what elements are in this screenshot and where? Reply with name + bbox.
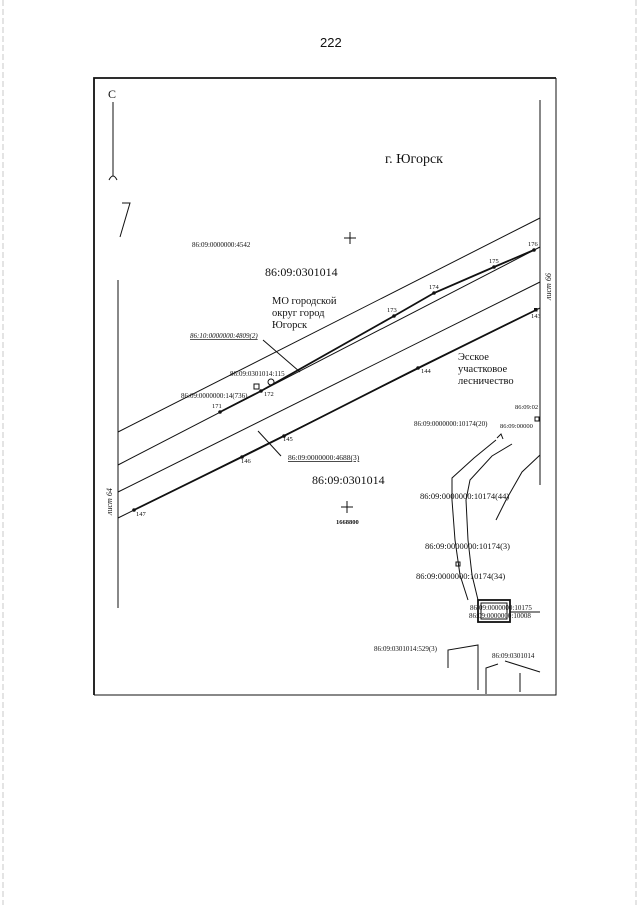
point-173-marker <box>392 314 396 318</box>
leader-line-4688 <box>257 430 282 457</box>
forestry-label-line-3: лесничество <box>458 376 514 387</box>
parcel-corner-mark <box>496 433 504 440</box>
point-174-marker <box>432 291 436 295</box>
point-145-marker <box>282 434 286 438</box>
parcel-label-115: 86:09:0301014:115 <box>230 370 285 378</box>
point-143-label: 143 <box>531 313 541 320</box>
parcel-label-4688: 86:09:0000000:4688(3) <box>288 453 360 462</box>
parcel-label-529: 86:09:0301014:529(3) <box>374 645 438 653</box>
point-175-marker <box>492 265 496 269</box>
point-175-label: 175 <box>489 258 499 265</box>
strip-line-3 <box>117 281 541 493</box>
point-171-marker <box>218 410 222 414</box>
forestry-label-line-2: участковое <box>458 364 508 375</box>
quarter-label-lower: 86:09:0301014 <box>312 473 385 487</box>
parcel-label-10174-20: 86:09:0000000:10174(20) <box>414 420 488 428</box>
parcel-outline-bottom-3 <box>504 660 541 673</box>
municipality-label-line-2: округ город <box>272 308 325 319</box>
map-frame-top-left <box>93 77 556 695</box>
page-number: 222 <box>320 35 342 50</box>
parcel-label-4809: 86:10:0000000:4809(2) <box>190 332 258 340</box>
parcel-small-marker <box>455 561 461 567</box>
parcel-label-02: 86:09:02 <box>515 404 538 411</box>
parcel-marker-right <box>534 416 540 422</box>
parcel-outline-bottom-1 <box>447 644 479 690</box>
north-label: С <box>108 87 116 101</box>
point-146-marker <box>240 455 244 459</box>
boundary-line-upper <box>219 249 535 413</box>
point-176-label: 176 <box>528 241 539 248</box>
grid-cross-upper <box>344 232 356 244</box>
municipality-label-line-1: МО городской <box>272 296 337 307</box>
point-145-label: 145 <box>283 436 293 443</box>
point-172-marker <box>259 389 263 393</box>
forestry-label-line-1: Эсское <box>458 352 489 363</box>
parcel-label-10174-3: 86:09:0000000:10174(3) <box>425 541 510 551</box>
parcel-box-inner <box>480 602 508 620</box>
parcel-outline-east <box>495 454 541 521</box>
parcel-box-outer <box>477 599 511 623</box>
parcel-label-00000: 86:09:00000 <box>500 423 533 430</box>
point-174-label: 174 <box>429 284 440 291</box>
sheet-label-left: лист 64 <box>105 488 114 516</box>
grid-cross-lower <box>341 501 353 513</box>
quarter-label-upper: 86:09:0301014 <box>265 265 338 279</box>
grid-coordinate-label: 1668800 <box>336 519 359 526</box>
boundary-mark <box>119 202 131 238</box>
parcel-label-0301014: 86:09:0301014 <box>492 652 535 660</box>
strip-line-1 <box>117 217 541 433</box>
parcel-outline-bottom-2 <box>485 663 499 694</box>
point-173-label: 173 <box>387 307 397 314</box>
north-arrow-base <box>108 175 118 181</box>
municipality-label-line-3: Югорск <box>272 320 308 331</box>
parcel-label-10174-44: 86:09:0000000:10174(44) <box>420 491 509 501</box>
parcel-label-4542: 86:09:0000000:4542 <box>192 241 251 249</box>
strip-line-2 <box>117 246 541 466</box>
point-176-marker <box>532 248 536 252</box>
parcel-outline-west <box>451 439 497 601</box>
point-147-label: 147 <box>136 511 147 518</box>
parcel-115-marker <box>267 378 275 386</box>
parcel-label-10008: 86:09:0000000:10008 <box>469 612 531 620</box>
leader-line-4809 <box>262 339 301 373</box>
point-144-marker <box>416 366 420 370</box>
point-172-label: 172 <box>264 391 274 398</box>
parcel-outline-middle <box>465 443 513 601</box>
point-171-label: 171 <box>212 403 222 410</box>
map-frame-bottom-right <box>94 78 557 696</box>
parcel-14-marker <box>253 383 260 390</box>
point-147-marker <box>132 508 136 512</box>
point-144-label: 144 <box>421 368 432 375</box>
sheet-label-right: лист 66 <box>544 273 553 301</box>
city-label: г. Югорск <box>385 152 443 167</box>
point-146-label: 146 <box>241 458 252 465</box>
parcel-label-14: 86:09:0000000:14(736) <box>181 392 248 400</box>
parcel-label-10175: 86:09:0000000:10175 <box>470 604 532 612</box>
point-143-marker <box>534 308 538 312</box>
